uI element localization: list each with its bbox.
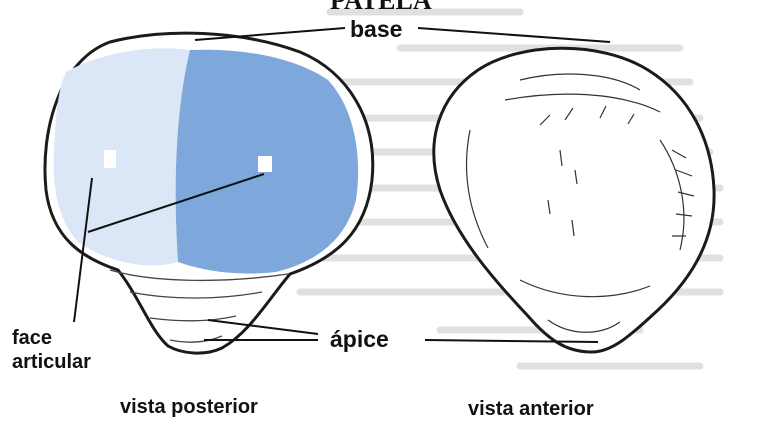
marker-lateral — [258, 156, 272, 172]
patella-anterior-view — [434, 48, 714, 352]
label-face-line2: articular — [12, 350, 91, 374]
articular-face-medial — [54, 48, 190, 265]
marker-medial — [104, 150, 116, 168]
label-base: base — [350, 16, 402, 43]
page-title: PATELA — [330, 0, 432, 16]
label-vista-anterior: vista anterior — [468, 398, 594, 421]
label-face-articular: face articular — [12, 326, 91, 374]
label-face-line1: face — [12, 326, 91, 350]
label-vista-posterior: vista posterior — [120, 396, 258, 419]
label-apice: ápice — [330, 326, 389, 353]
base-leader-right — [418, 28, 610, 42]
